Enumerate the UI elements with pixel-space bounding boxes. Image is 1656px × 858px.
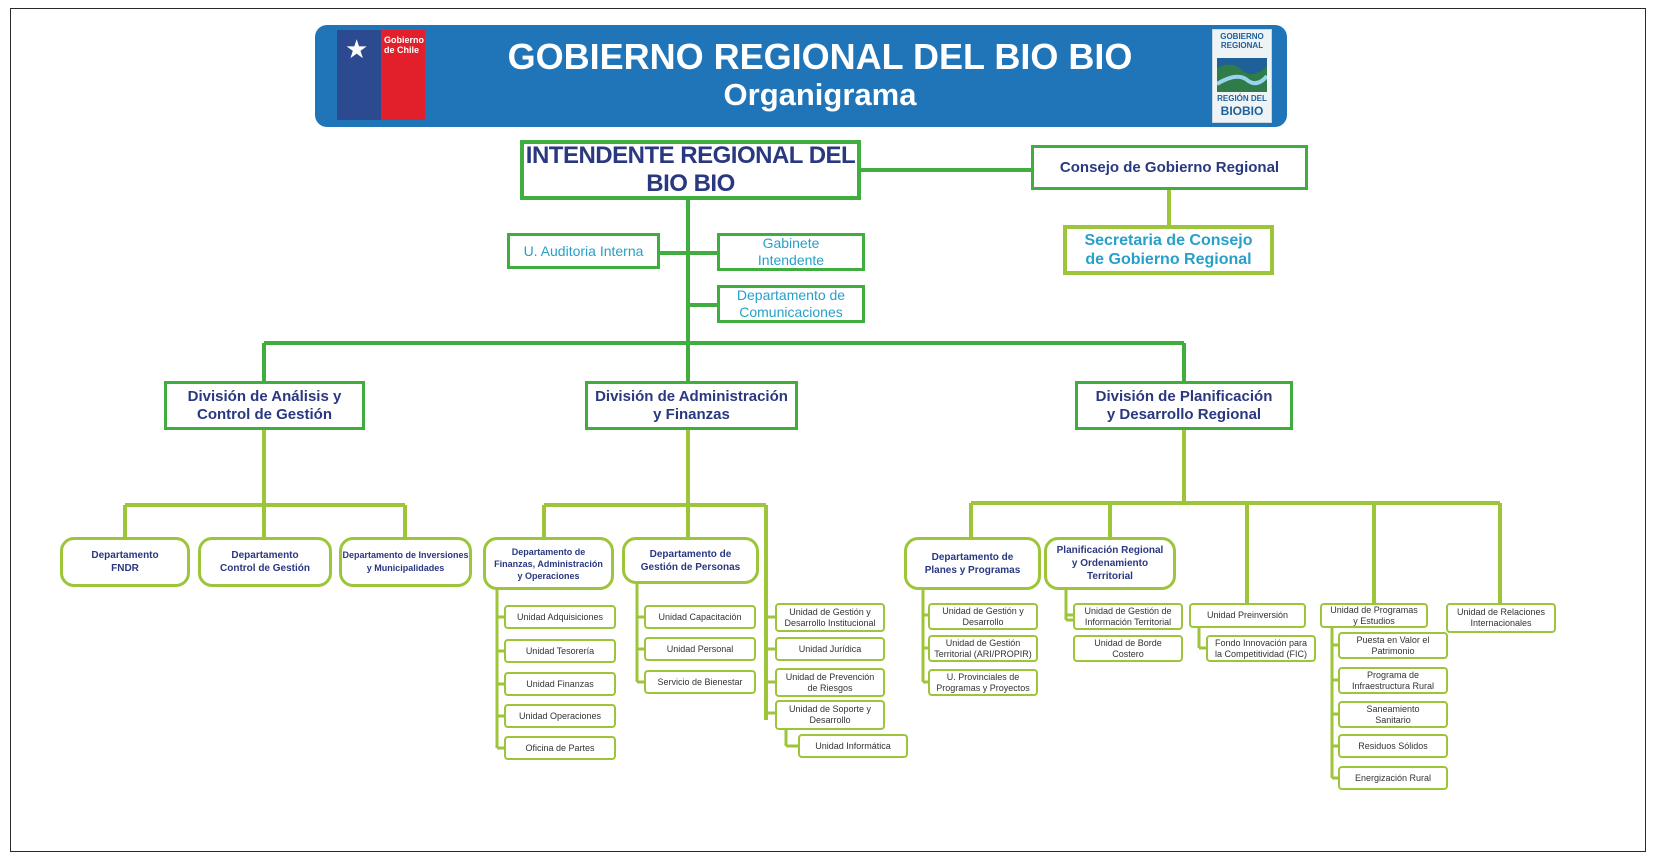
auditoria-box: U. Auditoria Interna: [507, 233, 660, 269]
page-subtitle: Organigrama: [723, 77, 917, 112]
unit-box: Programa de Infraestructura Rural: [1338, 667, 1448, 694]
secretaria-consejo-box: Secretaria de Consejo de Gobierno Region…: [1063, 225, 1274, 275]
unit-box: Unidad Finanzas: [504, 672, 616, 696]
header-banner: [315, 25, 1287, 127]
dept-planes-programas-box: Departamento de Planes y Programas: [904, 537, 1041, 590]
unit-box: Unidad de Prevención de Riesgos: [775, 668, 885, 697]
unit-box: Unidad Tesorería: [504, 639, 616, 663]
unit-box: Unidad de Borde Costero: [1073, 635, 1183, 662]
unit-preinversion-box: Unidad Preinversión: [1189, 603, 1306, 628]
gobierno-de-chile-logo: ★ Gobierno de Chile: [337, 30, 425, 120]
unit-box: Puesta en Valor el Patrimonio: [1338, 632, 1448, 659]
unit-relaciones-box: Unidad de Relaciones Internacionales: [1446, 603, 1556, 633]
unit-box: Energización Rural: [1338, 766, 1448, 790]
gabinete-box: Gabinete Intendente: [717, 233, 865, 271]
dept-fndr-box: Departamento FNDR: [60, 537, 190, 587]
unit-box: Unidad de Gestión de Información Territo…: [1073, 603, 1183, 630]
page-title: GOBIERNO REGIONAL DEL BIO BIO: [507, 36, 1133, 77]
division-planificacion-box: División de Planificación y Desarrollo R…: [1075, 381, 1293, 430]
unit-box: Unidad Jurídica: [775, 637, 885, 661]
unit-box: Unidad Personal: [644, 637, 756, 661]
unit-box: U. Provinciales de Programas y Proyectos: [928, 669, 1038, 696]
unit-box: Unidad de Gestión y Desarrollo: [928, 603, 1038, 630]
dept-control-gestion-box: Departamento Control de Gestión: [198, 537, 332, 587]
unit-fic-box: Fondo Innovación para la Competitividad …: [1206, 635, 1316, 662]
unit-box: Servicio de Bienestar: [644, 670, 756, 694]
star-icon: ★: [345, 34, 369, 64]
unit-box: Unidad Adquisiciones: [504, 605, 616, 629]
unit-box: Unidad Informática: [798, 734, 908, 758]
consejo-box: Consejo de Gobierno Regional: [1031, 145, 1308, 190]
unit-box: Unidad de Gestión y Desarrollo Instituci…: [775, 603, 885, 632]
unit-box: Unidad Capacitación: [644, 605, 756, 629]
dept-inversiones-box: Departamento de Inversiones y Municipali…: [339, 537, 472, 587]
unit-box: Residuos Sólidos: [1338, 734, 1448, 758]
unit-box: Unidad de Soporte y Desarrollo: [775, 700, 885, 730]
gob-logo-text: Gobierno de Chile: [384, 35, 424, 55]
unit-box: Unidad Operaciones: [504, 704, 616, 728]
river-landscape-icon: [1217, 58, 1267, 92]
gobierno-regional-logo: GOBIERNO REGIONAL REGIÓN DEL BIOBIO: [1212, 29, 1272, 123]
diagram-frame: [10, 8, 1646, 852]
dept-gestion-personas-box: Departamento de Gestión de Personas: [622, 537, 759, 584]
division-analisis-box: División de Análisis y Control de Gestió…: [164, 381, 365, 430]
unit-box: Saneamiento Sanitario: [1338, 701, 1448, 728]
division-administracion-box: División de Administración y Finanzas: [585, 381, 798, 430]
intendente-box: INTENDENTE REGIONAL DEL BIO BIO: [520, 140, 861, 200]
unit-box: Unidad de Gestión Territorial (ARI/PROPI…: [928, 635, 1038, 662]
unit-programas-estudios-box: Unidad de Programas y Estudios: [1320, 603, 1428, 628]
unit-box: Oficina de Partes: [504, 736, 616, 760]
comunicaciones-box: Departamento de Comunicaciones: [717, 285, 865, 323]
dept-finanzas-box: Departamento de Finanzas, Administración…: [483, 537, 614, 590]
dept-ordenamiento-box: Planificación Regional y Ordenamiento Te…: [1044, 537, 1176, 590]
